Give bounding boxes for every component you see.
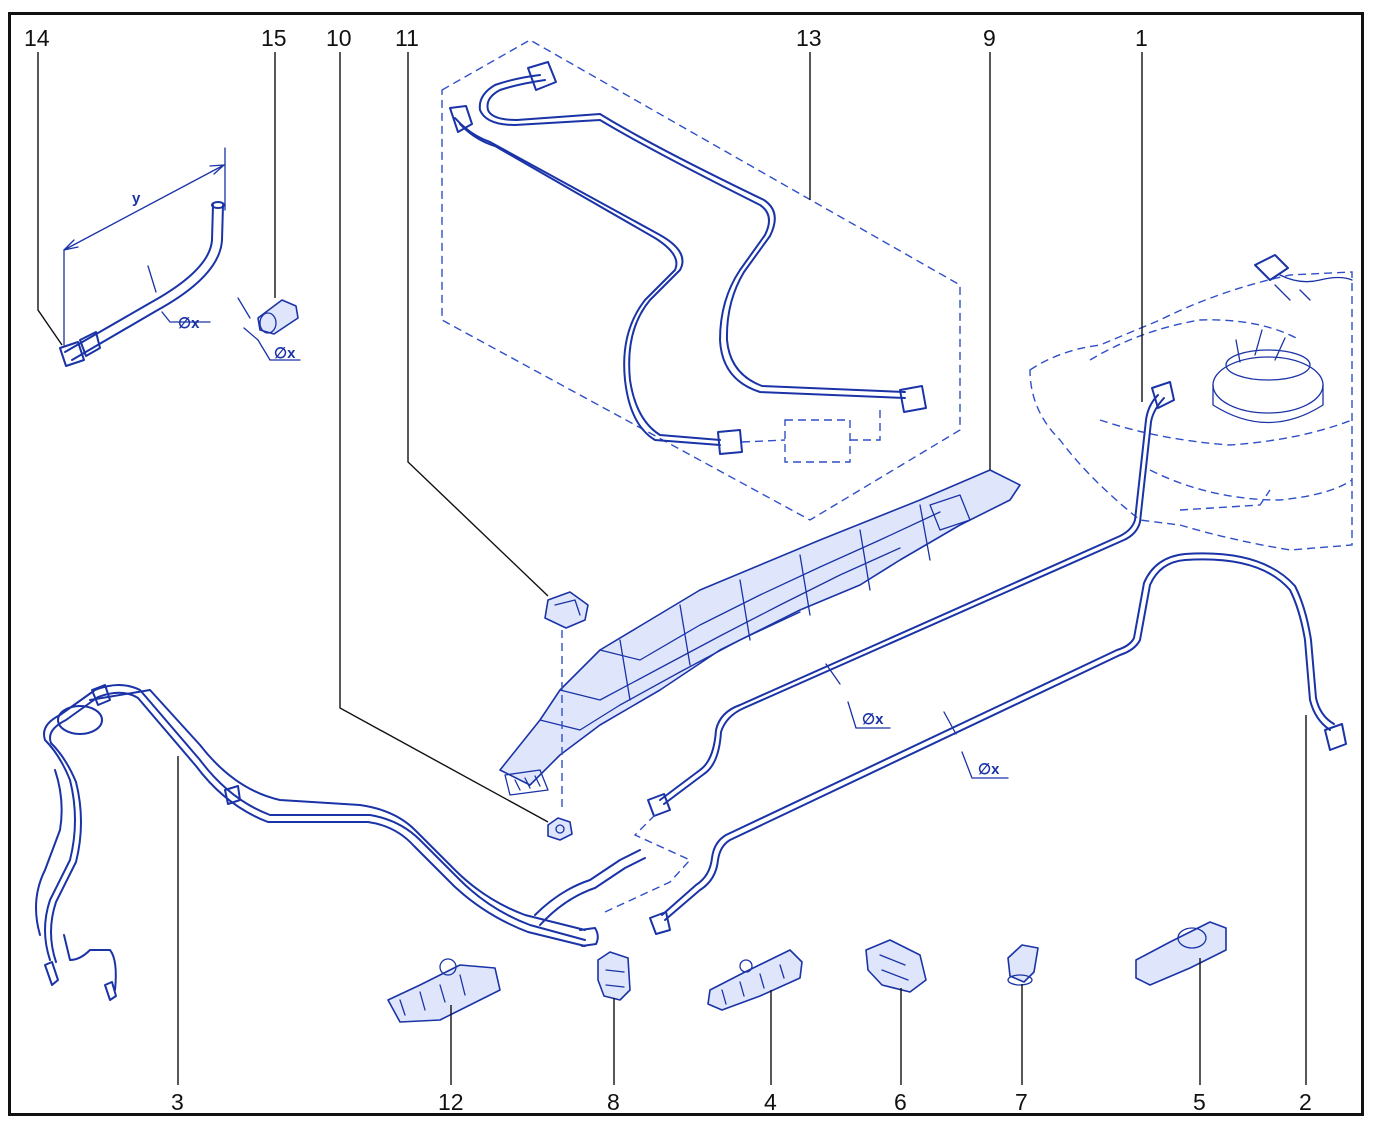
- callout-4: 4: [764, 1089, 777, 1115]
- part-3-pipe-bundle: [35, 684, 646, 1001]
- callout-6: 6: [894, 1089, 907, 1115]
- callout-7: 7: [1015, 1089, 1028, 1115]
- dimension-arrow-1: [825, 663, 891, 729]
- callout-3: 3: [171, 1089, 184, 1115]
- part-1-pipe: [604, 381, 1175, 913]
- callout-13: 13: [796, 25, 822, 51]
- callout-11: 11: [395, 25, 419, 51]
- fuel-tank-outline: [1029, 254, 1353, 551]
- part-2-pipe: [649, 552, 1347, 935]
- callout-10: 10: [326, 25, 352, 51]
- callout-15: 15: [261, 25, 287, 51]
- callout-8: 8: [607, 1089, 620, 1115]
- part-14-tube: [59, 147, 226, 367]
- diagram-frame: [8, 12, 1364, 1116]
- dimension-arrow-2: [943, 711, 1009, 779]
- dimension-diameter-label-14: ∅x: [178, 315, 200, 332]
- part-13-pipe-kit: [441, 39, 961, 521]
- callout-9: 9: [983, 25, 996, 51]
- part-7-clip: [1007, 944, 1039, 986]
- part-15-union: [237, 297, 301, 361]
- callout-5: 5: [1193, 1089, 1206, 1115]
- part-9-shield: [499, 469, 1021, 796]
- part-5-clip: [1135, 921, 1227, 986]
- dimension-y-label: y: [132, 190, 141, 207]
- part-6-clip: [865, 939, 927, 993]
- part-12-clip: [387, 958, 501, 1023]
- part-10-nut: [547, 817, 573, 841]
- callout-2: 2: [1299, 1089, 1312, 1115]
- part-11-clip: [544, 591, 589, 629]
- dimension-diameter-label-15: ∅x: [274, 345, 296, 362]
- leader-lines: [37, 52, 1307, 1085]
- dimension-diameter-label-1: ∅x: [862, 711, 884, 728]
- callout-1: 1: [1135, 25, 1148, 51]
- dimension-diameter-label-2: ∅x: [978, 761, 1000, 778]
- part-4-clip: [707, 949, 803, 1011]
- part-8-clip: [597, 951, 631, 1001]
- callout-14: 14: [24, 25, 50, 51]
- callout-12: 12: [438, 1089, 464, 1115]
